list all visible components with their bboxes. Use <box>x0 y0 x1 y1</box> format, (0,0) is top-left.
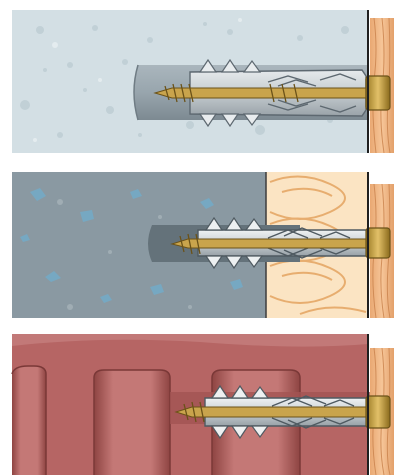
brick-cavity-1 <box>12 366 46 475</box>
aerated-concrete-scene <box>0 172 394 318</box>
brick-cavity-2 <box>94 370 170 475</box>
wood-board <box>366 184 394 318</box>
wood-board <box>366 18 394 153</box>
panel-solid-concrete <box>0 10 394 153</box>
perforated-brick-scene <box>0 334 394 475</box>
panel-perforated-brick <box>0 334 394 475</box>
panel-aerated-concrete <box>0 172 394 318</box>
wood-board <box>366 348 394 475</box>
solid-concrete-scene <box>0 10 394 153</box>
